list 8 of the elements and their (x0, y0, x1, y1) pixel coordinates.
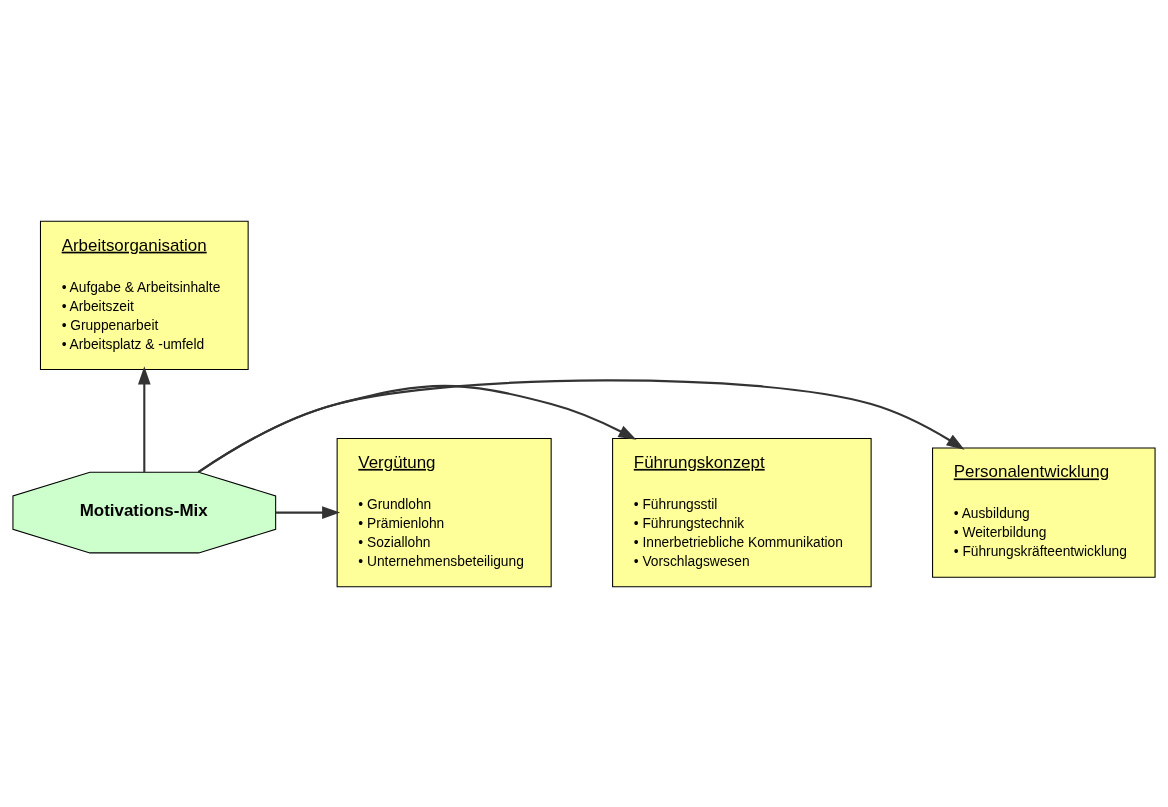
arrow (138, 365, 151, 472)
node-box: Arbeitsorganisation • Aufgabe & Arbeitsinhalte • Arbeitszeit • Gruppenarbeit • Arbeitsplatz & -umfeld (39, 220, 249, 370)
node-box: Führungskonzept • Führungsstil • Führungstechnik • Innerbetriebliche Kommunikation • Vorschlagswesen (612, 437, 872, 587)
node-box: Personalentwicklung • Ausbildung • Weiterbildung • Führungskräfteentwicklung (932, 446, 1156, 578)
node-box: Vergütung • Grundlohn • Prämienlohn • Soziallohn • Unternehmensbeteiligung (336, 437, 552, 587)
arrow (197, 378, 965, 473)
arrow (197, 384, 637, 473)
arrow (275, 505, 341, 519)
